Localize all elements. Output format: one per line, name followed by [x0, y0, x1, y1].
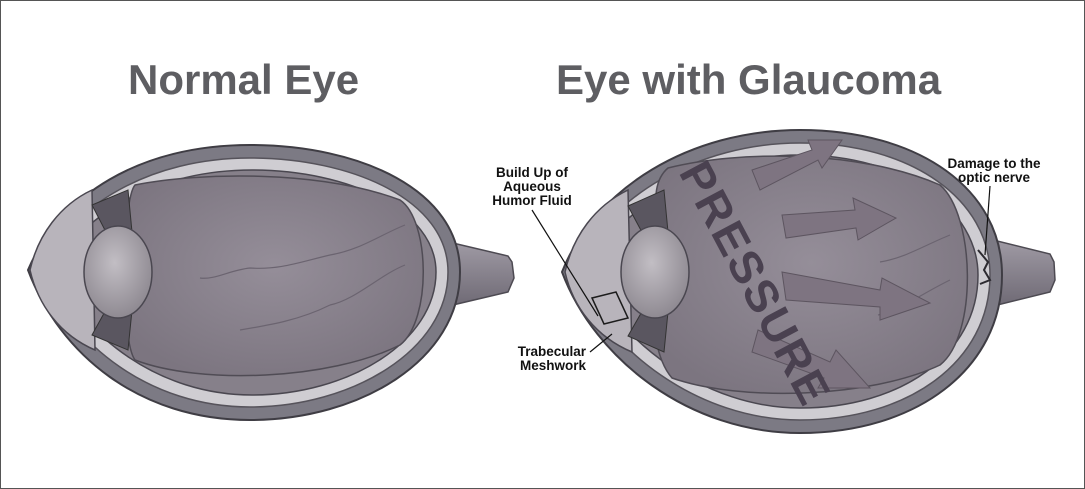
glaucoma-lens: [621, 226, 689, 318]
aqueous-fluid-line-2: Aqueous: [468, 180, 596, 194]
normal-vitreous: [124, 176, 423, 376]
mesh-line-2: Meshwork: [454, 359, 586, 373]
mesh-line-1: Trabecular: [454, 345, 586, 359]
aqueous-fluid-line-3: Humor Fluid: [468, 194, 596, 208]
aqueous-fluid-line-1: Build Up of: [468, 166, 596, 180]
trabecular-meshwork-callout: Trabecular Meshwork: [454, 345, 586, 373]
optic-nerve-damage-callout: Damage to the optic nerve: [918, 157, 1070, 185]
damage-line-2: optic nerve: [918, 171, 1070, 185]
normal-lens: [84, 226, 152, 318]
aqueous-fluid-callout: Build Up of Aqueous Humor Fluid: [468, 166, 596, 208]
normal-eye: [28, 145, 514, 420]
damage-line-1: Damage to the: [918, 157, 1070, 171]
